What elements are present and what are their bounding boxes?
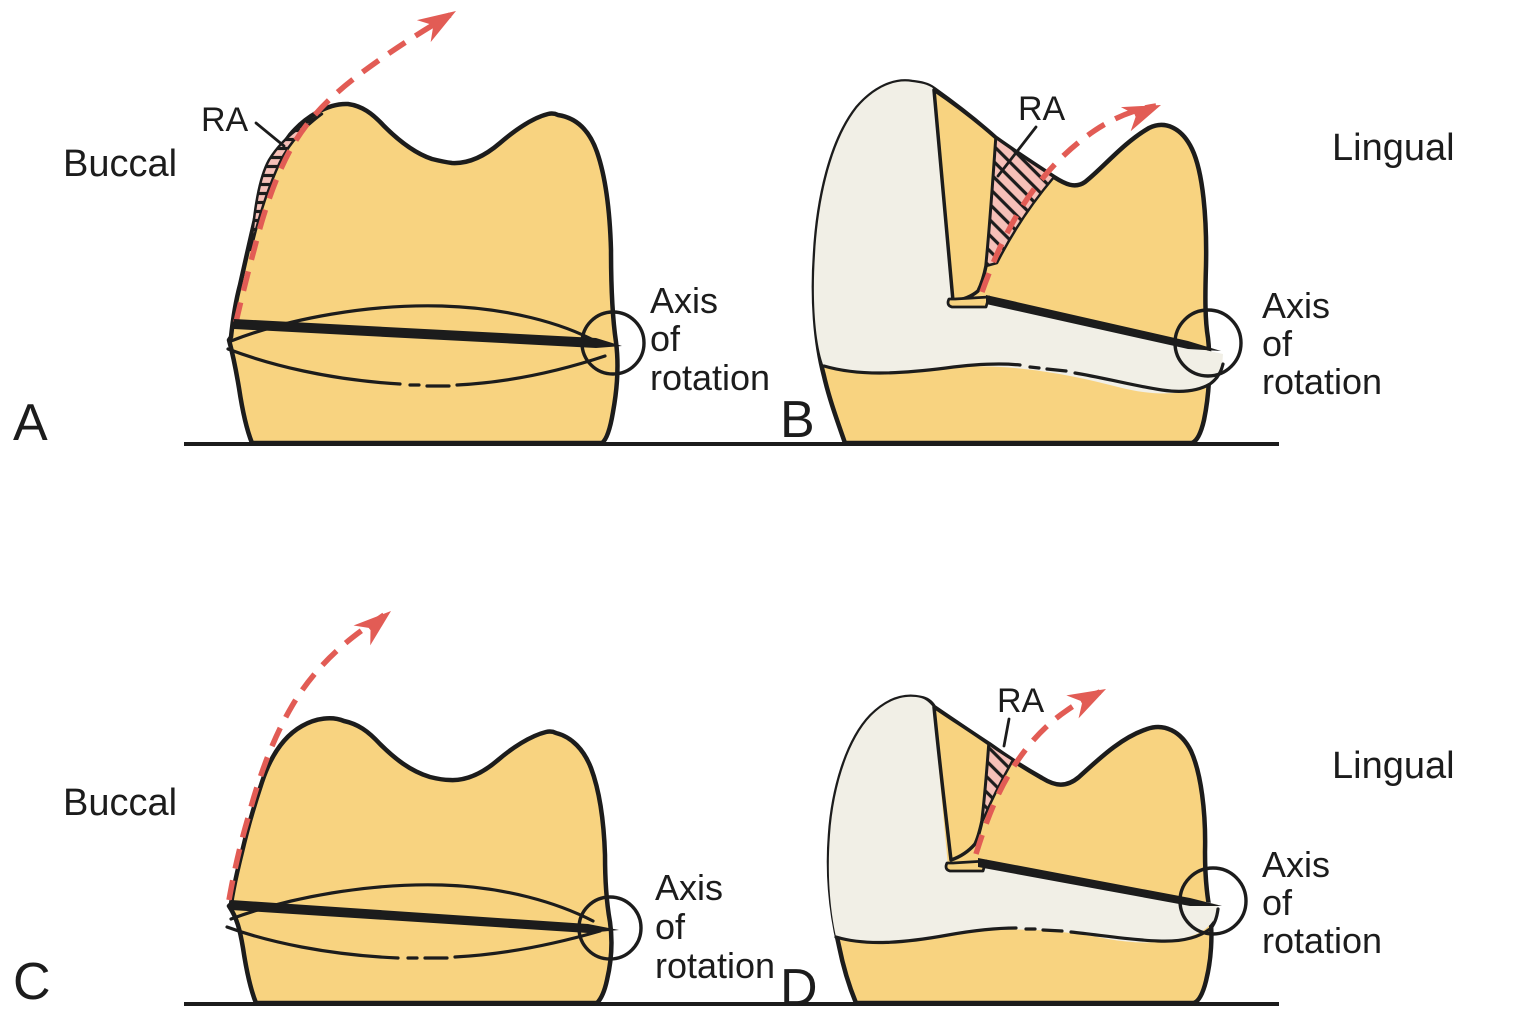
axis-circle-c: [577, 895, 643, 961]
axis-label-b-2: of: [1262, 323, 1293, 364]
axis-label-d-3: rotation: [1262, 920, 1382, 961]
displacement-arrowhead-c: [353, 611, 391, 646]
axis-label-d-2: of: [1262, 882, 1293, 923]
panel-b: RA Lingual Axis of rotation B: [780, 79, 1455, 449]
tooth-outline-a: [226, 101, 620, 446]
axis-label-a-3: rotation: [650, 357, 770, 398]
restoration-margin-b-left: [822, 362, 1022, 375]
displacement-path-c: [226, 612, 386, 901]
ra-label-d: RA: [997, 682, 1045, 720]
axis-label-c-3: rotation: [655, 945, 775, 986]
ra-leader-d: [1002, 717, 1011, 748]
undercut-hatch-a: [249, 112, 324, 252]
axis-label-a-1: Axis: [650, 280, 718, 321]
panel-letter-b: B: [780, 391, 815, 449]
restoration-b: [813, 81, 1223, 394]
ra-label-b: RA: [1018, 90, 1066, 128]
axis-label-b-1: Axis: [1262, 285, 1330, 326]
panel-letter-a: A: [13, 394, 48, 452]
panel-c: Buccal Axis of rotation C: [13, 611, 775, 1011]
displacement-arrowhead-b: [1120, 105, 1161, 132]
axis-label-c-1: Axis: [655, 867, 723, 908]
restoration-margin-d-right: [1069, 907, 1220, 943]
restoration-margin-b-marks: [1028, 365, 1068, 373]
axis-label-b-3: rotation: [1262, 361, 1382, 402]
restoration-d: [828, 696, 1218, 943]
panel-d: RA Lingual Axis of rotation D: [780, 682, 1455, 1011]
ra-leader-a: [254, 121, 286, 148]
axis-line-d: [978, 858, 1222, 906]
seat-ledge-b: [946, 295, 991, 309]
displacement-path-d: [973, 689, 1101, 855]
tooth-outline-c: [226, 716, 614, 1006]
axis-line-b: [986, 295, 1221, 351]
axis-circle-b: [1173, 308, 1243, 378]
ra-label-a: RA: [201, 101, 249, 139]
axis-circle-d: [1178, 866, 1248, 936]
axis-label-c-2: of: [655, 906, 686, 947]
cervical-wave-a-right: [455, 354, 607, 387]
prep-wall-d: [932, 705, 991, 862]
displacement-path-b: [979, 103, 1157, 293]
axis-circle-a: [580, 310, 646, 376]
axis-label-a-2: of: [650, 318, 681, 359]
restoration-margin-d-left: [834, 926, 1018, 945]
panel-letter-d: D: [780, 959, 818, 1011]
cervical-wave-a-left: [226, 347, 402, 386]
axis-label-d-1: Axis: [1262, 844, 1330, 885]
side-label-a: Buccal: [63, 143, 177, 185]
axis-line-a: [234, 319, 622, 348]
axis-line-c: [231, 900, 619, 933]
restoration-margin-d-marks: [1024, 927, 1064, 933]
displacement-path-a: [233, 12, 452, 323]
displacement-arrowhead-d: [1066, 689, 1106, 719]
ra-leader-b: [996, 125, 1038, 178]
side-label-d: Lingual: [1332, 745, 1455, 787]
undercut-hatch-d: [980, 742, 1015, 823]
side-label-b: Lingual: [1332, 127, 1455, 169]
panel-letter-c: C: [13, 953, 51, 1011]
displacement-arrowhead-a: [416, 11, 456, 43]
side-label-c: Buccal: [63, 782, 177, 824]
panel-a: RA Buccal Axis of rotation A: [13, 11, 770, 452]
cervical-wave-c-left: [225, 925, 400, 960]
gingival-arch-c: [229, 883, 595, 923]
cervical-wave-c-right: [453, 929, 602, 959]
cervical-wave-a-marks: [408, 383, 451, 388]
